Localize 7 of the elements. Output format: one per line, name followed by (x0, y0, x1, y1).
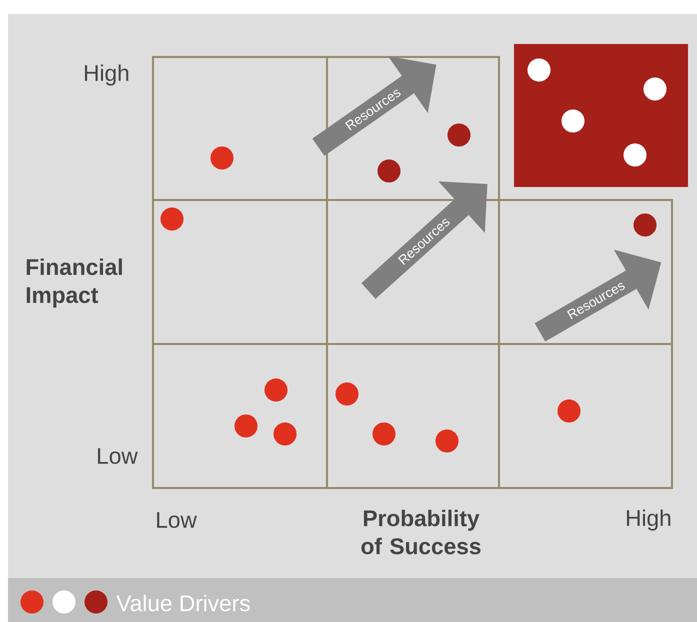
axis-label: High (626, 509, 670, 531)
axis-label: Low (98, 448, 138, 464)
axis-label: Probability of Success (361, 510, 481, 554)
axis-label: Financial Impact (26, 258, 122, 308)
legend-text: Value Drivers (116, 594, 250, 612)
axis-label: High (84, 64, 128, 86)
axis-label: Low (157, 512, 197, 528)
